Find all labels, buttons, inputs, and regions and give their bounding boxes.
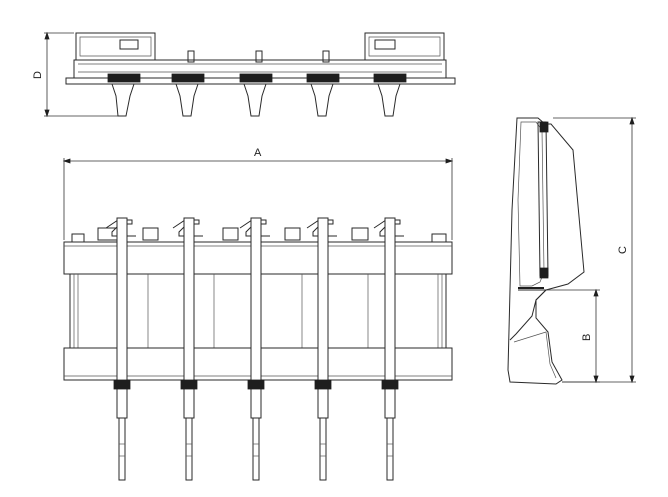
dimension-b-label: B — [581, 334, 593, 341]
top-view-tine-1 — [107, 73, 141, 117]
dimension-d — [44, 31, 118, 118]
front-view: A — [62, 147, 454, 481]
top-view-tine-4 — [306, 73, 340, 117]
front-view-tine-5 — [373, 217, 404, 481]
front-view-tine-1 — [105, 217, 136, 481]
front-view-tine-2 — [172, 217, 203, 481]
dimension-b — [546, 288, 600, 384]
dimension-a-label: A — [254, 147, 262, 159]
top-view: D — [32, 31, 456, 118]
side-view: C B — [507, 116, 636, 385]
dimension-c-label: C — [617, 246, 629, 254]
front-view-tine-3 — [239, 217, 270, 481]
top-view-tine-2 — [171, 73, 205, 117]
dimension-d-label: D — [32, 71, 44, 79]
top-view-tine-5 — [373, 73, 407, 117]
front-view-tine-4 — [306, 217, 337, 481]
top-view-tine-3 — [239, 73, 273, 117]
dimension-a — [62, 158, 454, 240]
